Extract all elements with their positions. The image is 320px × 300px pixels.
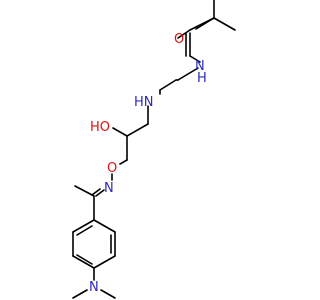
bond xyxy=(177,67,199,81)
bond xyxy=(189,17,215,31)
bond xyxy=(119,159,128,165)
bond xyxy=(159,79,177,91)
amide-hydrogen-label: H xyxy=(197,71,207,86)
bond xyxy=(126,123,149,137)
bond xyxy=(189,55,201,63)
amine-nitrogen-label: HN xyxy=(134,95,154,110)
bond xyxy=(74,185,95,197)
bond xyxy=(93,255,116,269)
molecule-diagram: O N H HN HO O N N xyxy=(72,0,236,299)
bond xyxy=(177,29,191,39)
bond xyxy=(91,188,101,196)
bond xyxy=(100,289,116,299)
structure-svg: O N H HN HO O N N xyxy=(72,0,236,299)
hydroxyl-label: HO xyxy=(90,120,110,135)
bond xyxy=(213,17,236,31)
bond xyxy=(72,255,95,269)
dimethylamino-nitrogen-label: N xyxy=(89,280,99,295)
carbonyl-oxygen-label: O xyxy=(174,32,184,47)
ether-oxygen-label: O xyxy=(107,161,117,176)
bond xyxy=(76,254,93,265)
bond xyxy=(93,219,116,233)
bond xyxy=(76,225,93,236)
bond xyxy=(112,127,128,137)
bond xyxy=(95,189,105,197)
bond xyxy=(72,219,95,233)
amide-nitrogen-label: N xyxy=(195,59,205,74)
oxime-nitrogen-label: N xyxy=(104,181,114,196)
bond xyxy=(72,289,88,299)
